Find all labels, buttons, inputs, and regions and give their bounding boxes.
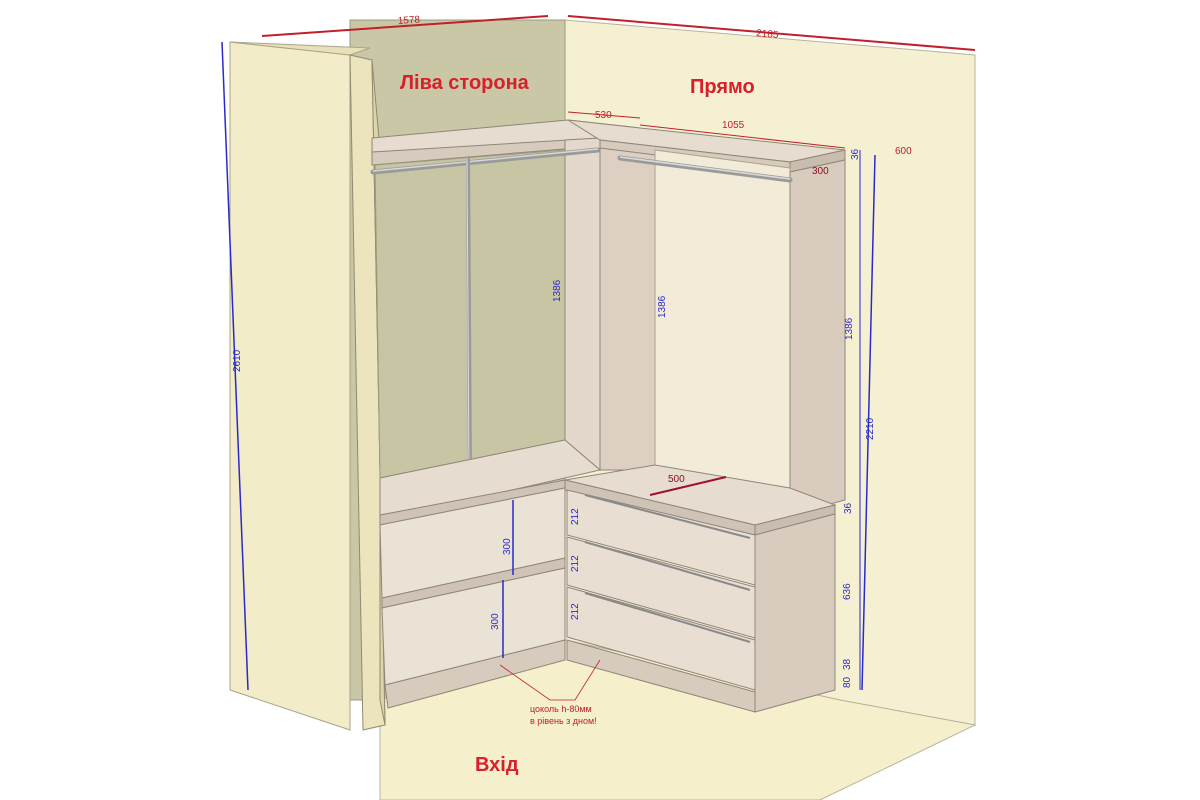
drawer-3-handle [584,592,751,643]
dim-shelf-depth-right: 300 [812,166,829,177]
right-tower-side [789,159,846,516]
dim-wall-depth: 600 [895,146,912,157]
dim-dresser-height: 636 [842,583,853,600]
middle-tower-front [599,139,656,471]
hanging-rod-left [370,147,601,175]
dresser-side [754,513,836,713]
right-inner-back [654,149,791,509]
dim-shelf-gap-2: 300 [490,613,501,630]
dim-plinth-board: 38 [842,658,853,670]
dim-hang-height-left: 1386 [552,279,563,302]
dim-drawer-1: 212 [570,508,581,525]
label-entrance: Вхід [475,754,519,776]
dim-line-shelf-top [567,111,641,119]
dim-line-width-left [261,15,549,37]
dim-shelf-depth-left: 530 [595,110,612,121]
vertical-rod [466,157,472,476]
drawer-2-handle [584,541,751,591]
dim-line-width-right [567,15,976,51]
drawer-1 [566,489,756,586]
dim-dresser-top: 36 [843,502,854,514]
dim-plinth-height: 80 [842,676,853,688]
plinth-note-line1: цоколь h-80мм [530,704,592,714]
dresser-plinth [566,639,756,713]
hanging-rod-right [617,155,793,183]
label-straight: Прямо [690,76,755,98]
plinth-leader [499,659,601,701]
dim-line-height-right [861,154,876,691]
left-plinth [384,639,566,709]
drawer-1-handle [584,494,751,539]
dim-hang-height-right: 1386 [844,317,855,340]
dim-dresser-depth: 500 [668,474,685,485]
vertical-rod-highlight [466,157,470,476]
label-left-side: Ліва сторона [400,72,530,94]
hanging-rod-left-highlight [372,148,599,172]
dim-line-shelf-right-top [639,124,846,149]
dim-height-total: 2610 [232,349,243,372]
dim-height-to-top: 2210 [865,417,876,440]
dim-hang-height-mid: 1386 [657,295,668,318]
dim-top-thickness: 36 [850,148,861,160]
drawer-3 [566,586,756,691]
dim-shelf-width-right: 1055 [722,120,745,131]
dim-width-right: 2185 [756,28,780,41]
dim-line-dresser-depth [649,476,727,496]
drawer-2 [566,536,756,639]
left-side-wall-front [229,41,371,56]
middle-panel-left-face [564,137,601,472]
dim-drawer-2: 212 [570,555,581,572]
dim-line-height-total [221,41,249,691]
plinth-note-line2: в рівень з дном! [530,716,597,726]
dim-drawer-3: 212 [570,603,581,620]
hanging-rod-right-highlight [619,156,791,180]
dim-shelf-gap-1: 300 [502,538,513,555]
left-side-wall [229,41,351,731]
dim-width-left: 1578 [397,14,420,27]
